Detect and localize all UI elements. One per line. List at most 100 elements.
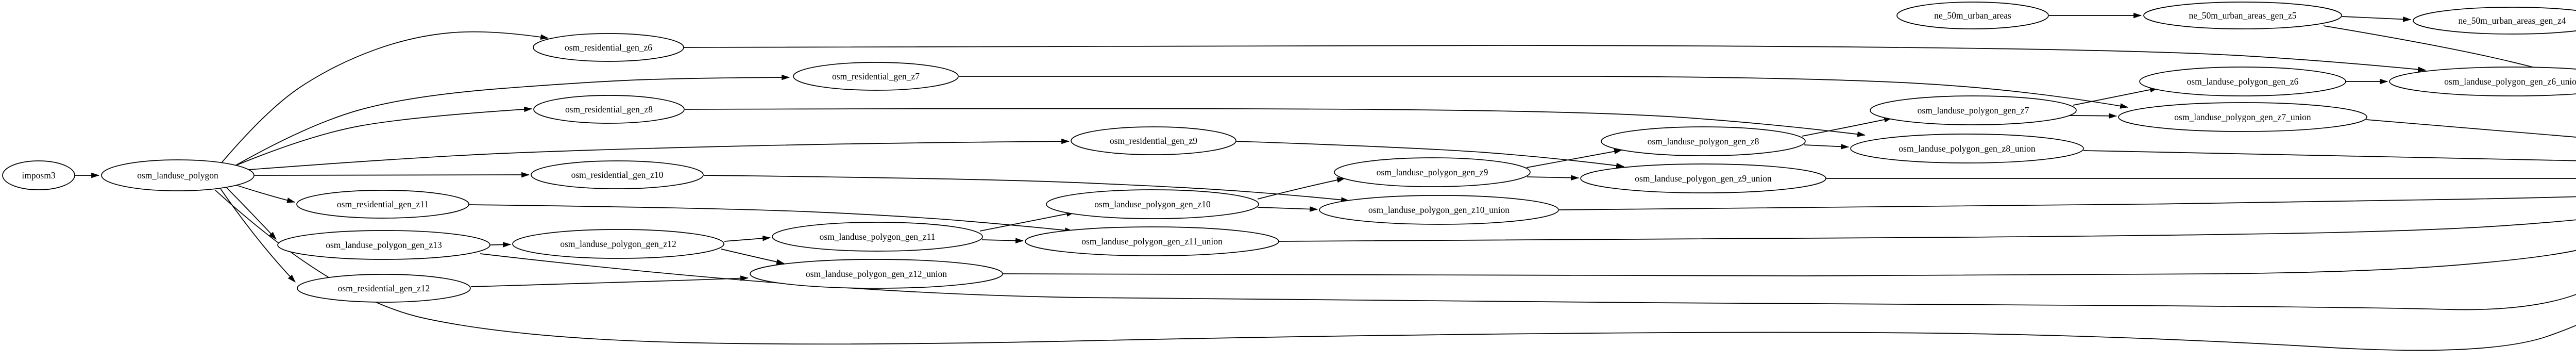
table-node-osm_landuse_polygon_gen_z12_union: osm_landuse_polygon_gen_z12_union <box>750 259 1003 289</box>
edge-osm_landuse_polygon_gen_z10_union-to-layer_landuse-z10 <box>1558 196 2576 210</box>
table-node-osm_landuse_polygon_gen_z6_union: osm_landuse_polygon_gen_z6_union <box>2389 67 2576 96</box>
edge-osm_landuse_polygon_gen_z11-to-osm_landuse_polygon_gen_z11_union <box>981 238 1024 243</box>
edge-osm_landuse_polygon_gen_z9-to-osm_landuse_polygon_gen_z8 <box>1526 149 1623 168</box>
table-node-label-osm_landuse_polygon_gen_z13: osm_landuse_polygon_gen_z13 <box>326 240 442 250</box>
table-node-osm_landuse_polygon_gen_z10: osm_landuse_polygon_gen_z10 <box>1046 189 1259 219</box>
table-node-label-osm_landuse_polygon_gen_z12: osm_landuse_polygon_gen_z12 <box>560 239 676 249</box>
table-node-shape-ne_50m_urban_areas <box>1896 2 2049 29</box>
table-node-label-ne_50m_urban_areas: ne_50m_urban_areas <box>1934 10 2011 21</box>
table-node-label-osm_landuse_polygon_gen_z9: osm_landuse_polygon_gen_z9 <box>1377 167 1488 177</box>
edge-osm_landuse_polygon_gen_z7-to-osm_landuse_polygon_gen_z6 <box>2073 87 2159 106</box>
table-node-label-osm_landuse_polygon: osm_landuse_polygon <box>137 170 218 180</box>
table-node-osm_residential_gen_z8: osm_residential_gen_z8 <box>533 95 685 124</box>
table-node-osm_landuse_polygon_gen_z12: osm_landuse_polygon_gen_z12 <box>512 229 724 259</box>
table-node-osm_landuse_polygon_gen_z10_union: osm_landuse_polygon_gen_z10_union <box>1319 195 1559 225</box>
table-node-ne_50m_urban_areas_gen_z5: ne_50m_urban_areas_gen_z5 <box>2143 2 2342 29</box>
table-node-label-osm_landuse_polygon_gen_z7: osm_landuse_polygon_gen_z7 <box>1918 105 2029 116</box>
nodes-layer: imposm3 osm_landuse_polygon osm_residentia… <box>2 2 2576 303</box>
table-node-shape-ne_50m_urban_areas_gen_z5 <box>2143 2 2342 29</box>
table-node-ne_50m_urban_areas_gen_z4: ne_50m_urban_areas_gen_z4 <box>2413 7 2576 35</box>
table-node-shape-ne_50m_urban_areas_gen_z4 <box>2413 7 2576 35</box>
table-node-label-osm_landuse_polygon_gen_z6: osm_landuse_polygon_gen_z6 <box>2187 76 2299 87</box>
table-node-osm_landuse_polygon_gen_z9: osm_landuse_polygon_gen_z9 <box>1334 157 1531 187</box>
edge-osm_landuse_polygon-to-osm_landuse_polygon_gen_z13 <box>225 186 277 240</box>
edge-osm_landuse_polygon_gen_z13-to-osm_landuse_polygon_gen_z12 <box>490 242 512 248</box>
table-node-osm_landuse_polygon_gen_z7: osm_landuse_polygon_gen_z7 <box>1870 95 2077 125</box>
table-node-shape-osm_landuse_polygon_gen_z7 <box>1870 95 2077 125</box>
table-node-label-osm_residential_gen_z12: osm_residential_gen_z12 <box>338 283 430 293</box>
table-node-osm_landuse_polygon_gen_z11: osm_landuse_polygon_gen_z11 <box>772 222 983 252</box>
table-node-shape-osm_landuse_polygon_gen_z11_union <box>1025 226 1279 256</box>
table-node-osm_landuse_polygon: osm_landuse_polygon <box>101 159 255 191</box>
table-node-label-osm_residential_gen_z8: osm_residential_gen_z8 <box>565 104 653 114</box>
table-node-shape-osm_landuse_polygon_gen_z10_union <box>1319 195 1559 225</box>
table-node-label-osm_residential_gen_z11: osm_residential_gen_z11 <box>337 199 429 209</box>
edge-ne_50m_urban_areas_gen_z5-to-ne_50m_urban_areas_gen_z4 <box>2342 16 2412 22</box>
table-node-shape-osm_landuse_polygon_gen_z9_union <box>1580 163 1826 193</box>
edge-osm_landuse_polygon_gen_z10-to-osm_landuse_polygon_gen_z9 <box>1257 177 1346 200</box>
edge-osm_residential_gen_z8-to-osm_landuse_polygon_gen_z8_union <box>684 108 1866 137</box>
table-node-label-osm_residential_gen_z10: osm_residential_gen_z10 <box>571 170 664 180</box>
table-node-shape-osm_residential_gen_z11 <box>296 190 469 219</box>
edge-osm_landuse_polygon_gen_z12-to-osm_landuse_polygon_gen_z12_union <box>721 249 785 265</box>
table-node-osm_landuse_polygon_gen_z9_union: osm_landuse_polygon_gen_z9_union <box>1580 163 1826 193</box>
table-node-shape-osm_landuse_polygon_gen_z10 <box>1046 189 1259 219</box>
edge-osm_residential_gen_z12-to-osm_landuse_polygon_gen_z12_union <box>470 275 749 287</box>
table-node-label-osm_landuse_polygon_gen_z10: osm_landuse_polygon_gen_z10 <box>1094 199 1211 209</box>
table-node-label-osm_landuse_polygon_gen_z9_union: osm_landuse_polygon_gen_z9_union <box>1635 173 1772 184</box>
table-node-shape-osm_landuse_polygon_gen_z9 <box>1334 157 1531 187</box>
table-node-shape-osm_landuse_polygon_gen_z6_union <box>2389 67 2576 96</box>
table-node-shape-osm_landuse_polygon_gen_z13 <box>277 230 490 260</box>
edge-osm_landuse_polygon_gen_z8_union-to-layer_landuse-z8 <box>2083 150 2576 161</box>
table-node-shape-osm_landuse_polygon_gen_z6 <box>2139 67 2346 96</box>
edge-osm_residential_gen_z6-to-osm_landuse_polygon_gen_z6_union <box>684 44 2427 72</box>
table-node-label-ne_50m_urban_areas_gen_z5: ne_50m_urban_areas_gen_z5 <box>2189 10 2297 21</box>
table-node-label-osm_residential_gen_z9: osm_residential_gen_z9 <box>1110 136 1197 146</box>
edge-osm_landuse_polygon_gen_z11-to-osm_landuse_polygon_gen_z10 <box>979 211 1075 232</box>
table-node-osm_residential_gen_z10: osm_residential_gen_z10 <box>531 160 704 189</box>
table-node-shape-osm_landuse_polygon_gen_z8 <box>1601 126 1806 156</box>
edge-osm_residential_gen_z10-to-osm_landuse_polygon_gen_z10_union <box>703 175 1350 203</box>
edge-osm_landuse_polygon_gen_z13-to-layer_landuse-z13 <box>480 253 2576 310</box>
edge-osm_landuse_polygon-to-osm_residential_gen_z6 <box>220 31 549 164</box>
edge-osm_landuse_polygon_gen_z8-to-osm_landuse_polygon_gen_z7 <box>1802 117 1893 137</box>
table-node-osm_landuse_polygon_gen_z6: osm_landuse_polygon_gen_z6 <box>2139 67 2346 96</box>
table-node-shape-osm_residential_gen_z9 <box>1071 126 1236 155</box>
table-node-osm_residential_gen_z9: osm_residential_gen_z9 <box>1071 126 1236 155</box>
table-node-osm_landuse_polygon_gen_z8: osm_landuse_polygon_gen_z8 <box>1601 126 1806 156</box>
table-node-osm_landuse_polygon_gen_z7_union: osm_landuse_polygon_gen_z7_union <box>2118 102 2367 132</box>
table-node-shape-osm_residential_gen_z10 <box>531 160 704 189</box>
edge-osm_landuse_polygon_gen_z11_union-to-layer_landuse-z11 <box>1279 219 2576 242</box>
table-node-osm_residential_gen_z7: osm_residential_gen_z7 <box>793 62 959 91</box>
table-node-osm_landuse_polygon_gen_z13: osm_landuse_polygon_gen_z13 <box>277 230 490 260</box>
table-node-shape-osm_landuse_polygon_gen_z12_union <box>750 259 1003 289</box>
table-node-label-imposm3: imposm3 <box>22 170 55 180</box>
table-node-osm_landuse_polygon_gen_z8_union: osm_landuse_polygon_gen_z8_union <box>1850 134 2084 163</box>
edge-osm_residential_gen_z11-to-osm_landuse_polygon_gen_z11_union <box>469 204 1074 233</box>
edge-osm_landuse_polygon_gen_z7_union-to-layer_landuse-z7 <box>2366 119 2576 138</box>
edge-osm_landuse_polygon-to-osm_residential_gen_z11 <box>232 184 296 203</box>
table-node-shape-osm_landuse_polygon <box>101 159 255 191</box>
table-node-shape-osm_landuse_polygon_gen_z8_union <box>1850 134 2084 163</box>
table-node-shape-osm_landuse_polygon_gen_z11 <box>772 222 983 252</box>
table-node-label-osm_residential_gen_z6: osm_residential_gen_z6 <box>565 42 652 53</box>
table-node-osm_residential_gen_z12: osm_residential_gen_z12 <box>297 274 471 303</box>
table-node-shape-osm_residential_gen_z12 <box>297 274 471 303</box>
table-node-label-osm_landuse_polygon_gen_z10_union: osm_landuse_polygon_gen_z10_union <box>1368 205 1510 215</box>
table-node-label-osm_landuse_polygon_gen_z8_union: osm_landuse_polygon_gen_z8_union <box>1899 143 2036 154</box>
table-node-shape-osm_residential_gen_z6 <box>533 33 684 62</box>
edge-osm_landuse_polygon-to-layer_landuse-z14+ <box>214 189 2576 351</box>
table-node-label-osm_landuse_polygon_gen_z11_union: osm_landuse_polygon_gen_z11_union <box>1081 236 1223 246</box>
table-node-ne_50m_urban_areas: ne_50m_urban_areas <box>1896 2 2049 29</box>
table-node-imposm3: imposm3 <box>2 160 75 190</box>
table-node-label-osm_landuse_polygon_gen_z12_union: osm_landuse_polygon_gen_z12_union <box>806 269 947 279</box>
table-node-label-osm_landuse_polygon_gen_z6_union: osm_landuse_polygon_gen_z6_union <box>2444 76 2576 87</box>
table-node-label-osm_landuse_polygon_gen_z11: osm_landuse_polygon_gen_z11 <box>820 232 936 242</box>
table-node-shape-osm_landuse_polygon_gen_z7_union <box>2118 102 2367 132</box>
edge-osm_residential_gen_z9-to-osm_landuse_polygon_gen_z9_union <box>1236 141 1625 169</box>
table-node-shape-osm_landuse_polygon_gen_z12 <box>512 229 724 259</box>
table-node-osm_residential_gen_z11: osm_residential_gen_z11 <box>296 190 469 219</box>
table-node-label-osm_residential_gen_z7: osm_residential_gen_z7 <box>832 71 920 81</box>
